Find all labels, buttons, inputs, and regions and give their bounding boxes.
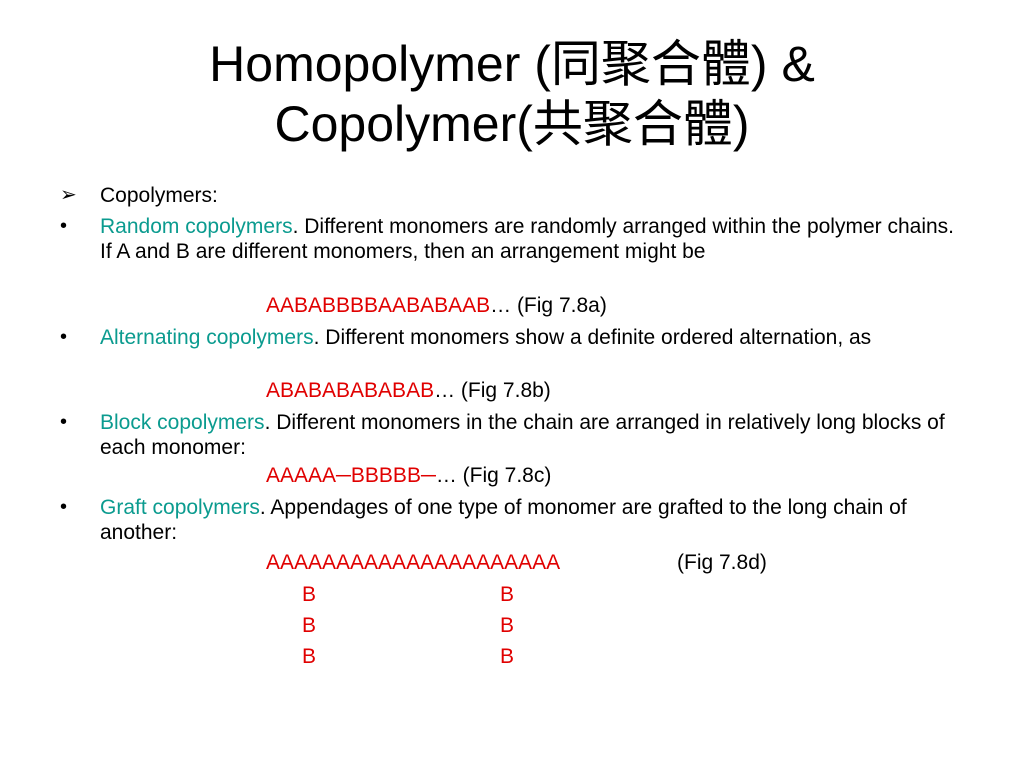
title-line-1: Homopolymer (同聚合體) & [209, 36, 815, 92]
graft-branch-right: B [500, 614, 515, 637]
term-alternating-copolymers: Alternating copolymers [100, 326, 314, 349]
graft-branch-left: B [302, 583, 317, 606]
term-block-copolymers: Block copolymers [100, 411, 265, 434]
item-description: . Different monomers in the chain are ar… [100, 411, 945, 459]
fig-ref-7-8b: … (Fig 7.8b) [434, 379, 551, 402]
item-text: Alternating copolymers. Different monome… [100, 325, 970, 350]
title-line-2: Copolymer(共聚合體) [274, 96, 750, 152]
sequence-graft-backbone: AAAAAAAAAAAAAAAAAAAAA [266, 551, 561, 574]
graft-branch-left: B [302, 645, 317, 668]
item-text: Block copolymers. Different monomers in … [100, 410, 970, 460]
bullet-icon: • [60, 326, 68, 348]
sequence-line-block: AAAAA─BBBBB─… (Fig 7.8c) [266, 463, 551, 488]
item-description: . Different monomers are randomly arrang… [100, 215, 955, 263]
item-description: . Appendages of one type of monomer are … [100, 496, 907, 544]
sequence-block: AAAAA─BBBBB─ [266, 464, 436, 487]
item-text: Graft copolymers. Appendages of one type… [100, 495, 970, 545]
bullet-icon: • [60, 411, 68, 433]
graft-branch-right: B [500, 645, 515, 668]
sequence-alternating: ABABABABABAB [266, 379, 435, 402]
sequence-line-alternating: ABABABABABAB… (Fig 7.8b) [266, 378, 551, 403]
item-text: Random copolymers. Different monomers ar… [100, 214, 970, 264]
arrow-bullet-icon: ➢ [60, 184, 77, 206]
fig-ref-7-8d: (Fig 7.8d) [677, 551, 767, 574]
term-graft-copolymers: Graft copolymers [100, 496, 260, 519]
item-description: . Different monomers show a definite ord… [313, 326, 872, 349]
sequence-line-random: AABABBBBAABABAAB… (Fig 7.8a) [266, 293, 607, 318]
fig-ref-7-8a: … (Fig 7.8a) [490, 294, 607, 317]
sequence-random: AABABBBBAABABAAB [266, 294, 491, 317]
term-random-copolymers: Random copolymers [100, 215, 293, 238]
fig-ref-7-8c: … (Fig 7.8c) [435, 464, 552, 487]
graft-branch-right: B [500, 583, 515, 606]
graft-branch-left: B [302, 614, 317, 637]
intro-label: Copolymers: [100, 184, 218, 207]
bullet-icon: • [60, 215, 68, 237]
bullet-icon: • [60, 496, 68, 518]
slide-title: Homopolymer (同聚合體) & Copolymer(共聚合體) [60, 34, 964, 154]
